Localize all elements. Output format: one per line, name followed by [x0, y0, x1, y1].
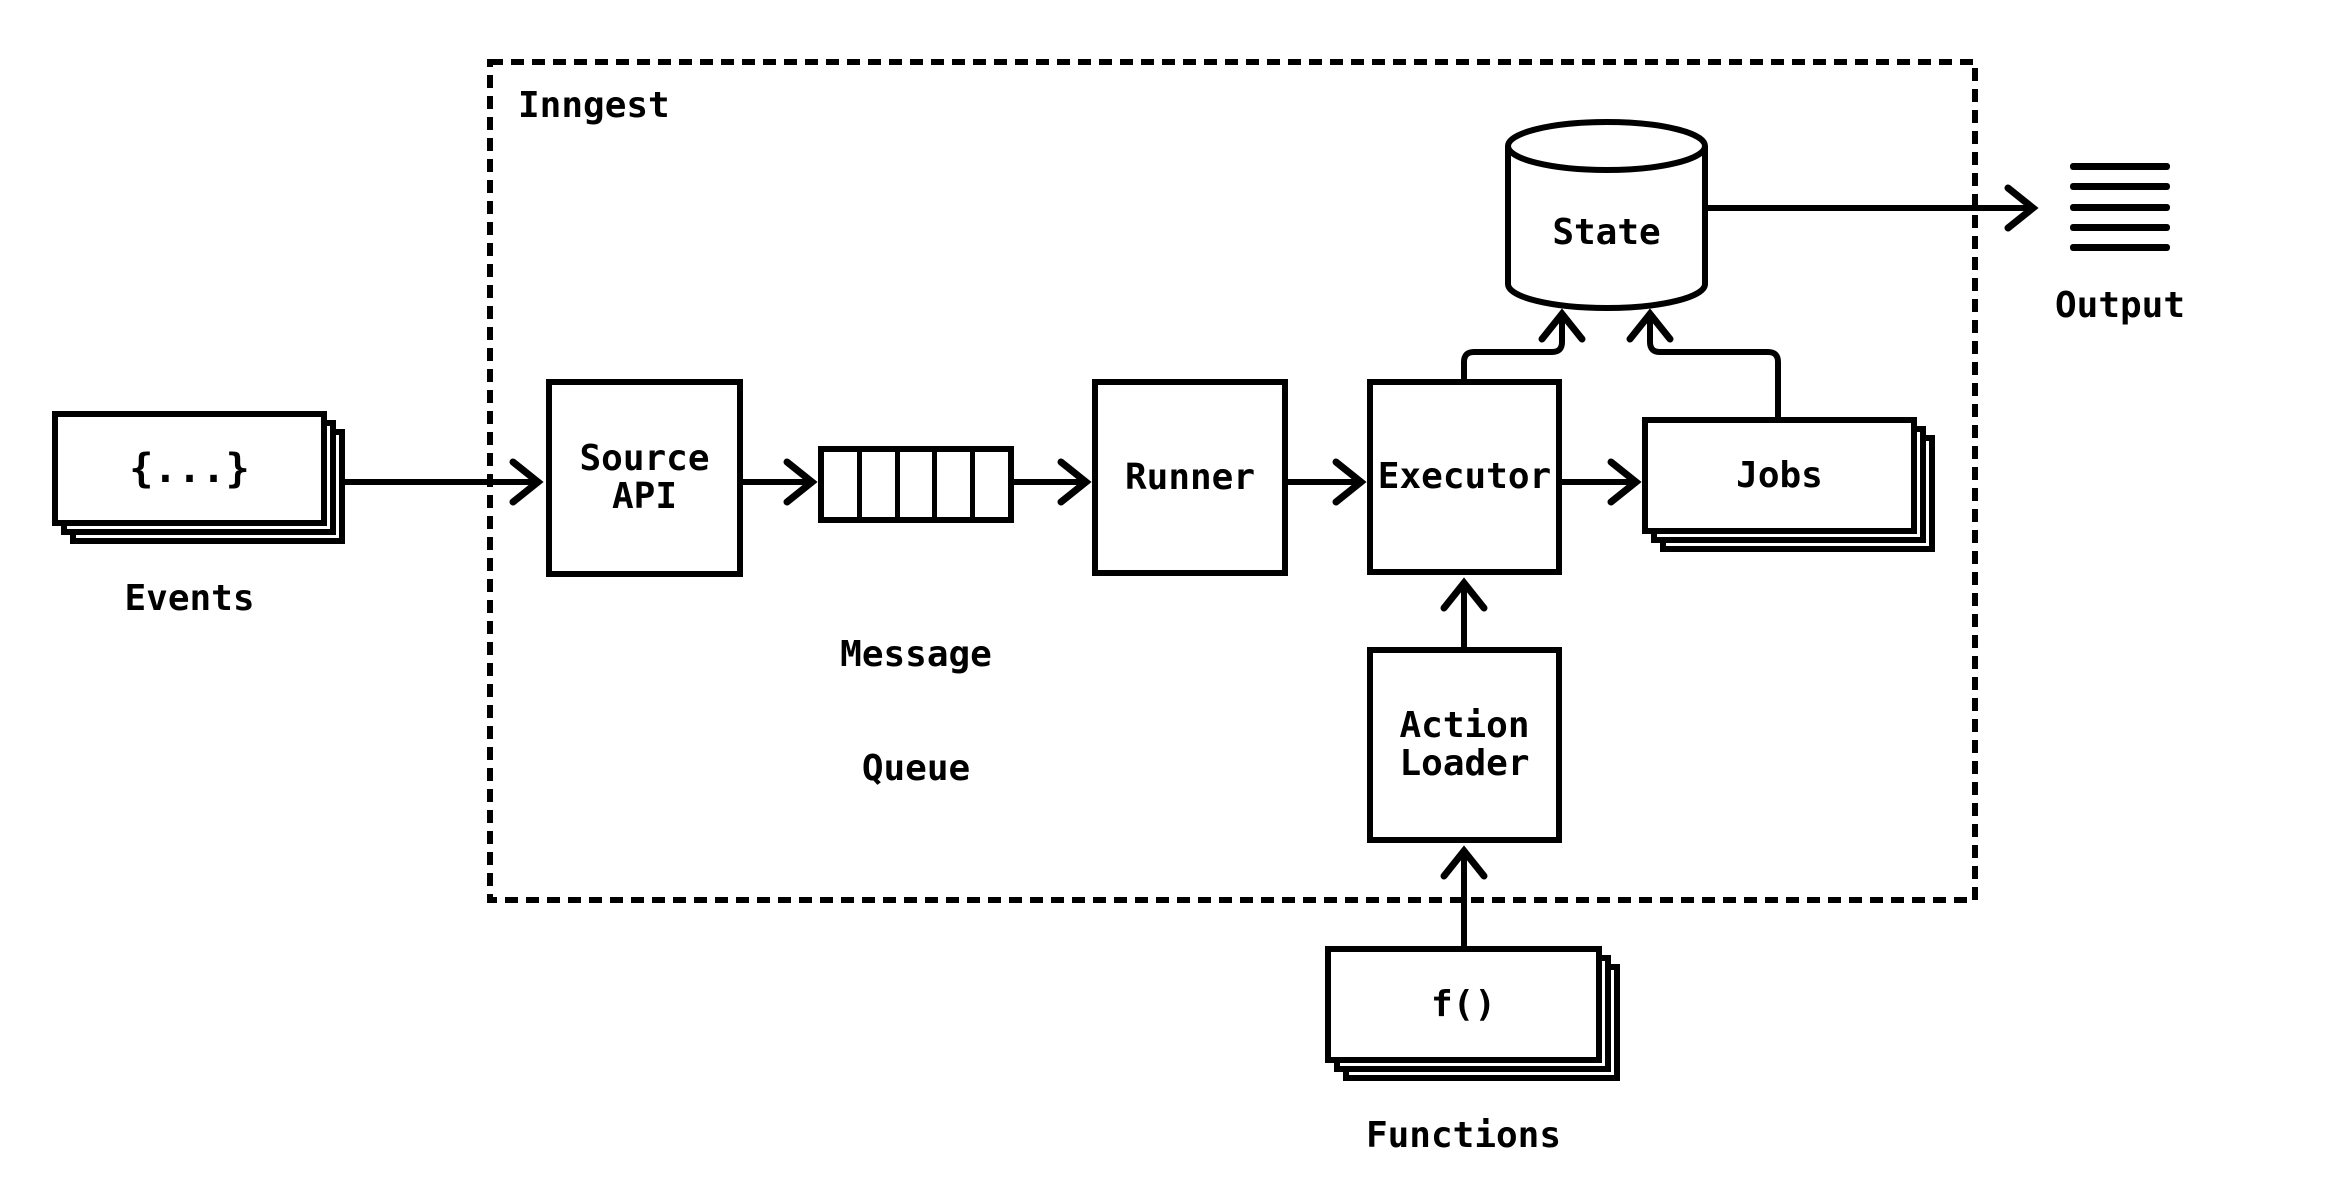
state-cylinder-shape	[1505, 119, 1708, 311]
action-loader-label-line1: Action	[1399, 705, 1530, 746]
source-api-node: Source API	[546, 379, 743, 577]
output-icon-line	[2070, 244, 2170, 251]
message-queue-caption-line2: Queue	[861, 748, 971, 789]
message-queue-node	[818, 446, 1014, 523]
output-icon-line	[2070, 203, 2170, 211]
state-label: State	[1552, 212, 1661, 253]
output-icon	[2070, 163, 2170, 251]
message-queue-caption: Message Queue	[768, 560, 1064, 864]
jobs-label: Jobs	[1736, 454, 1823, 496]
arrow-jobs-to-state	[1626, 308, 1781, 417]
message-queue-cell	[862, 452, 900, 517]
executor-label: Executor	[1377, 456, 1552, 497]
output-caption: Output	[2054, 285, 2186, 326]
arrow-executor-to-state	[1461, 308, 1586, 379]
events-box-text: {...}	[129, 445, 250, 492]
message-queue-caption-line1: Message	[840, 634, 992, 675]
output-icon-line	[2070, 163, 2170, 170]
message-queue-cell	[975, 452, 1008, 517]
events-box: {...}	[52, 411, 327, 526]
message-queue-cell	[900, 452, 938, 517]
functions-box-text: f()	[1430, 983, 1497, 1025]
message-queue-cell	[937, 452, 976, 517]
source-api-label-line2: API	[611, 476, 678, 517]
executor-node: Executor	[1367, 379, 1562, 575]
functions-box: f()	[1325, 946, 1602, 1063]
output-icon-line	[2070, 183, 2170, 191]
action-loader-label-line2: Loader	[1399, 743, 1530, 784]
functions-caption: Functions	[1365, 1115, 1562, 1156]
jobs-box: Jobs	[1642, 417, 1917, 534]
events-caption: Events	[124, 578, 255, 619]
output-icon-line	[2070, 223, 2170, 231]
action-loader-node: Action Loader	[1367, 647, 1562, 843]
runner-node: Runner	[1092, 379, 1288, 576]
runner-label: Runner	[1124, 456, 1256, 498]
message-queue-cell	[824, 452, 862, 517]
source-api-label-line1: Source	[579, 438, 710, 479]
inngest-label: Inngest	[518, 85, 670, 126]
